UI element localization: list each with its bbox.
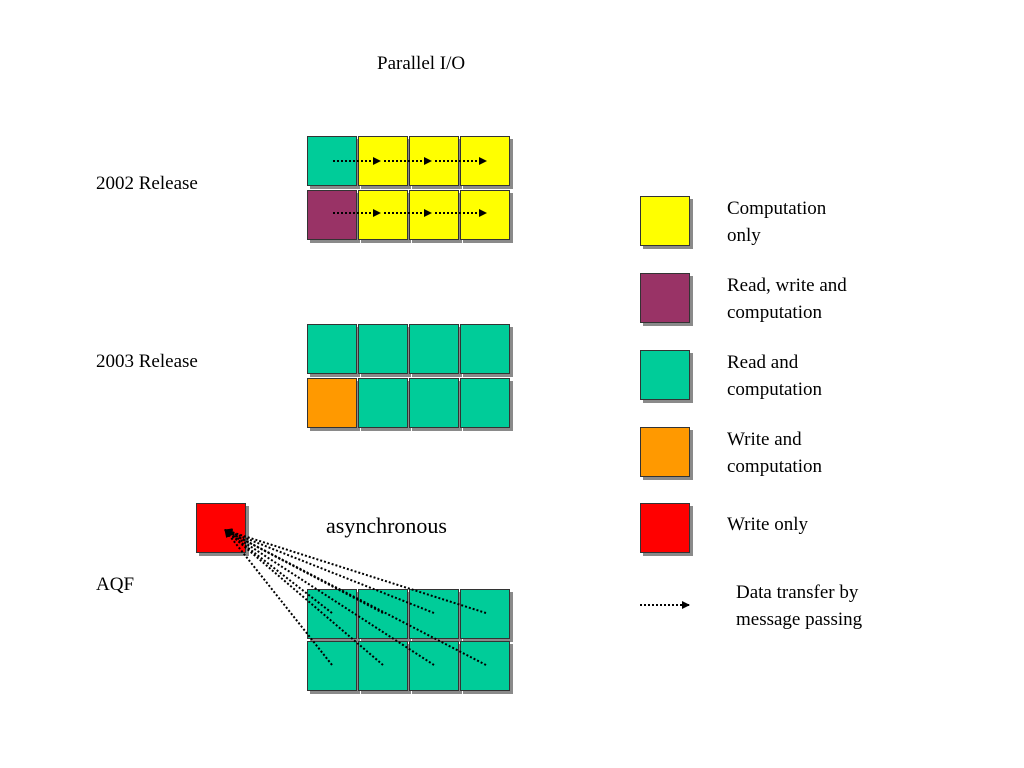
label-asynchronous: asynchronous	[326, 513, 447, 538]
diagram-title: Parallel I/O	[377, 53, 466, 74]
cell-aqf-r2-c1	[307, 641, 357, 691]
cell-2002-r1-c3	[409, 136, 459, 186]
legend-text-read-write-2: computation	[727, 302, 822, 323]
legend-text-read-2: computation	[727, 379, 822, 400]
cell-2002-r1-c1	[307, 136, 357, 186]
legend-text-write-1: Write and	[727, 429, 802, 450]
cell-2002-r1-c4	[460, 136, 510, 186]
legend-swatch-read-write-computation	[640, 273, 690, 323]
cell-2003-r1-c3	[409, 324, 459, 374]
cell-aqf-r2-c2	[358, 641, 408, 691]
legend-text-read-write-1: Read, write and	[727, 275, 847, 296]
cell-2002-r2-c4	[460, 190, 510, 240]
cell-2003-r2-c3	[409, 378, 459, 428]
aqf-writer-box	[196, 503, 246, 553]
cell-2002-r2-c1	[307, 190, 357, 240]
cell-2002-r2-c2	[358, 190, 408, 240]
legend-text-write-only: Write only	[727, 514, 809, 535]
legend-text-arrow-2: message passing	[736, 609, 863, 630]
legend-text-computation-only-1: Computation	[727, 198, 827, 219]
legend-swatch-computation-only	[640, 196, 690, 246]
legend-swatch-write-only	[640, 503, 690, 553]
legend-text-computation-only-2: only	[727, 225, 761, 246]
cell-2003-r1-c2	[358, 324, 408, 374]
cell-2002-r1-c2	[358, 136, 408, 186]
label-aqf: AQF	[96, 574, 135, 595]
cell-2003-r1-c4	[460, 324, 510, 374]
legend-swatch-read-computation	[640, 350, 690, 400]
label-2002-release: 2002 Release	[96, 173, 198, 194]
legend-text-arrow-1: Data transfer by	[736, 582, 859, 603]
cell-aqf-r1-c1	[307, 589, 357, 639]
cell-2002-r2-c3	[409, 190, 459, 240]
cell-aqf-r2-c3	[409, 641, 459, 691]
cell-aqf-r1-c4	[460, 589, 510, 639]
cell-aqf-r1-c2	[358, 589, 408, 639]
legend-text-read-1: Read and	[727, 352, 799, 373]
cell-2003-r2-c4	[460, 378, 510, 428]
cell-2003-r2-c1	[307, 378, 357, 428]
legend-swatch-write-computation	[640, 427, 690, 477]
cell-aqf-r1-c3	[409, 589, 459, 639]
legend-text-write-2: computation	[727, 456, 822, 477]
cell-2003-r1-c1	[307, 324, 357, 374]
label-2003-release: 2003 Release	[96, 351, 198, 372]
cell-2003-r2-c2	[358, 378, 408, 428]
cell-aqf-r2-c4	[460, 641, 510, 691]
